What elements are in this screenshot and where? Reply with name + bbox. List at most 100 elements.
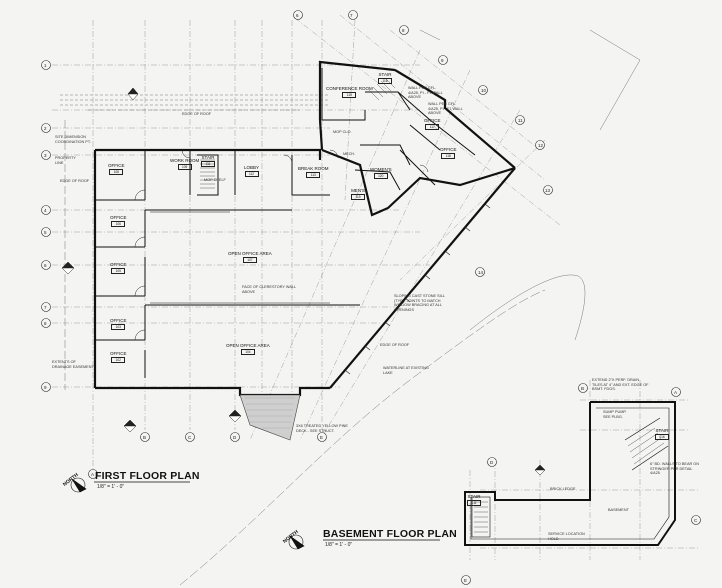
room-number: 109 xyxy=(177,164,192,170)
note-edge-of-roof-right: EDGE OF ROOF xyxy=(380,343,410,347)
room-name: OFFICE xyxy=(110,262,127,267)
basement-inner-lines xyxy=(464,407,670,545)
room-number: 103 xyxy=(111,324,126,330)
grid-label-base-d: D xyxy=(490,460,494,465)
note-edge-of-roof-left: EDGE OF ROOF xyxy=(60,179,90,183)
first-floor-stair-east xyxy=(368,77,396,101)
room-name: WOMEN'S xyxy=(370,167,392,172)
grid-label-col-a: A xyxy=(91,472,95,477)
note-face-clerestory: FACE OF CLERESTORY WALL ABOVE xyxy=(242,285,296,294)
basement-floor-plan-title: BASEMENT FLOOR PLAN xyxy=(323,528,457,540)
note-wall-per-cfl-lower: WALL PER CFL. 4/A25, PI - F1 WALL ABOVE xyxy=(428,102,463,116)
grid-label-base-e: E xyxy=(464,578,468,583)
room-name: OFFICE xyxy=(440,147,457,152)
grid-label-base-c: C xyxy=(694,518,698,523)
grid-label-col-b: B xyxy=(143,435,147,440)
room-name: STAIR xyxy=(467,494,481,499)
room-number: 112 xyxy=(244,171,259,177)
grid-label-diag-8: 8 xyxy=(402,28,405,33)
grid-label-col-c: C xyxy=(188,435,192,440)
room-number: 105 xyxy=(111,268,126,274)
room-number: 016 xyxy=(655,434,669,440)
room-name: STAIR xyxy=(378,72,392,77)
room-name: STAIR xyxy=(655,428,669,433)
note-basement: BASEMENT xyxy=(608,508,629,512)
grid-label-diag-6: 6 xyxy=(296,13,299,18)
first-floor-stair-west xyxy=(200,159,215,189)
note-shelf: MOP SHELF xyxy=(204,178,226,182)
grid-label-diag-14: 14 xyxy=(478,270,484,275)
room-name: OFFICE xyxy=(424,118,441,123)
grid-label-row-6: 6 xyxy=(44,263,47,268)
room-name: STAIR xyxy=(201,155,215,160)
first-floor-plan-scale: 1/8" = 1' - 0" xyxy=(97,484,125,490)
room-number: 107 xyxy=(242,257,257,263)
grid-label-row-9: 9 xyxy=(44,385,47,390)
room-name: MEN'S xyxy=(351,188,365,193)
room-number: 011 xyxy=(467,500,481,506)
note-six-inch-walls: 6" BD. WALLS TO BEAR ON STRINGER PER DET… xyxy=(650,462,699,476)
note-brick-ledge: BRICK LEDGE xyxy=(550,487,576,491)
note-edge-of-roof-top: EDGE OF ROOF xyxy=(182,112,212,116)
note-mech: MECH. xyxy=(343,152,356,156)
grid-label-row-5: 5 xyxy=(44,230,47,235)
note-site-dimension: SITE DIMENSION COORDINATION PT. xyxy=(55,135,91,144)
deck-area xyxy=(239,394,301,441)
room-number: 119 xyxy=(351,194,365,200)
room-number: 104 xyxy=(240,349,255,355)
note-extend-drain-tiles: EXTEND 2"X PERF. DRAIN TILES AT 4" AND E… xyxy=(592,378,649,392)
room-name: OPEN OFFICE AREA xyxy=(226,343,270,348)
room-number: 113 xyxy=(306,172,321,178)
room-name: CONFERENCE ROOM xyxy=(326,86,373,91)
title-underlines xyxy=(94,481,440,541)
grid-label-diag-9: 9 xyxy=(441,58,444,63)
grid-label-row-7: 7 xyxy=(44,305,47,310)
grid-label-col-d: D xyxy=(233,435,237,440)
basement-floor-plan-scale: 1/8" = 1' - 0" xyxy=(325,542,353,548)
window-marks xyxy=(344,203,491,375)
door-swings xyxy=(134,149,429,341)
first-floor-inner-walls xyxy=(95,68,476,378)
note-sloping-cast-stone: SLOPING CAST STONE SILL (TYP.). JOINTS T… xyxy=(394,294,445,312)
site-lines xyxy=(60,29,641,586)
grid-bubbles xyxy=(41,10,701,585)
grid-label-row-1: 1 xyxy=(44,63,47,68)
grid-label-diag-7: 7 xyxy=(350,13,353,18)
note-wall-per-cfl-upper: WALL PER CFL. 4/A25, PI - F1 WALL ABOVE xyxy=(408,86,443,100)
room-number: 118 xyxy=(441,153,456,159)
elevation-markers xyxy=(61,87,546,476)
room-name: OFFICE xyxy=(110,318,127,323)
room-number: 115 xyxy=(342,92,357,98)
grid-label-row-4: 4 xyxy=(44,208,47,213)
north-arrow-basement xyxy=(288,534,305,550)
grid-label-base-b: B xyxy=(581,386,585,391)
grid-label-diag-11: 11 xyxy=(518,118,523,123)
grid-label-diag-10: 10 xyxy=(481,88,487,93)
basement-stair-treads xyxy=(474,427,665,533)
room-number: 120 xyxy=(373,173,388,179)
note-treated-deck: 3X6 TREATED YELLOW PINE DECK - SEE STRUC… xyxy=(296,424,348,433)
room-name: LOBBY xyxy=(244,165,260,170)
room-name: OPEN OFFICE AREA xyxy=(228,251,272,256)
note-sump-pump: SUMP PUMP. SEE PLBG. xyxy=(603,410,627,419)
note-waterline: WATERLINE AT EXISTING LAKE xyxy=(383,366,429,375)
grid-label-row-2: 2 xyxy=(44,126,47,131)
room-name: OFFICE xyxy=(110,351,127,356)
room-number: 106 xyxy=(111,221,126,227)
room-number: 102 xyxy=(111,357,126,363)
